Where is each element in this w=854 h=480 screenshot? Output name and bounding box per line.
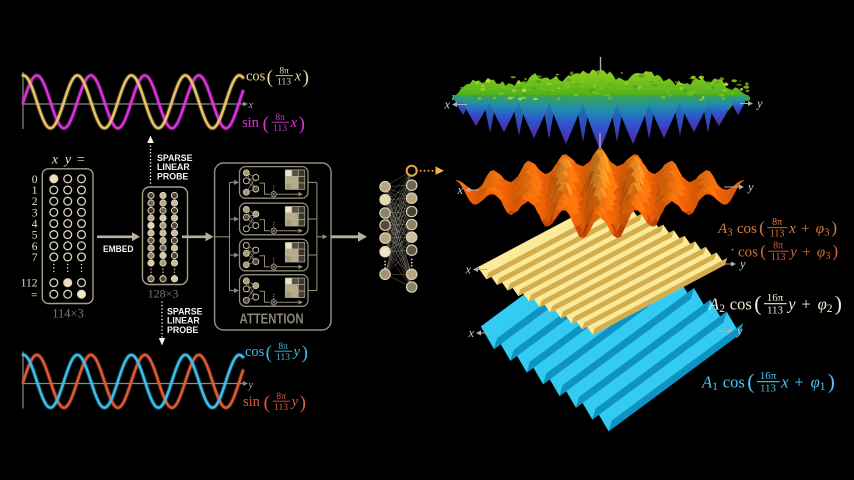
svg-text:·: ·: [730, 242, 735, 259]
svg-text:3: 3: [824, 227, 829, 238]
svg-text:ATTENTION: ATTENTION: [240, 312, 304, 328]
svg-text:x: x: [788, 221, 796, 237]
svg-text:y: y: [248, 380, 254, 391]
svg-text:1: 1: [820, 381, 826, 393]
svg-text:128×3: 128×3: [148, 287, 179, 301]
svg-text:8π: 8π: [279, 66, 289, 76]
svg-text:8π: 8π: [276, 392, 286, 402]
svg-text:y: y: [788, 244, 797, 260]
svg-text:(: (: [264, 392, 270, 413]
svg-text:4: 4: [32, 219, 38, 231]
svg-text:y: y: [786, 294, 796, 313]
svg-text:x: x: [464, 263, 471, 277]
svg-text:y: y: [63, 153, 72, 168]
svg-text:y: y: [746, 180, 754, 194]
svg-text:x: x: [294, 69, 302, 85]
svg-text:114×3: 114×3: [52, 307, 84, 321]
svg-text:): ): [303, 67, 309, 88]
svg-text:(: (: [267, 67, 273, 88]
svg-text:2: 2: [719, 303, 725, 315]
svg-text:): ): [828, 369, 835, 393]
svg-text:2: 2: [32, 196, 38, 208]
svg-text:(: (: [266, 342, 272, 363]
svg-text:2: 2: [827, 303, 833, 315]
svg-text:): ): [302, 342, 308, 363]
svg-text:): ): [833, 242, 839, 261]
svg-text:113: 113: [274, 403, 288, 413]
svg-text:x: x: [780, 372, 789, 391]
svg-text:sin: sin: [242, 115, 260, 131]
svg-text:+: +: [802, 244, 810, 260]
svg-text:8π: 8π: [772, 217, 782, 228]
svg-text:cos: cos: [246, 69, 266, 85]
svg-text:x: x: [467, 326, 474, 340]
svg-text:8π: 8π: [278, 342, 288, 352]
svg-text:φ: φ: [818, 294, 827, 313]
svg-text:EMBED: EMBED: [103, 244, 134, 255]
svg-text:(: (: [759, 218, 765, 237]
svg-text:+: +: [794, 372, 803, 391]
svg-text:x: x: [290, 115, 298, 131]
svg-text:(: (: [747, 369, 754, 393]
svg-text:(: (: [760, 242, 766, 261]
svg-text:3: 3: [727, 227, 732, 238]
svg-text:0: 0: [32, 174, 38, 186]
svg-text:(: (: [754, 291, 761, 315]
svg-text:A: A: [701, 372, 713, 391]
svg-text:y: y: [292, 344, 301, 360]
svg-text:cos: cos: [737, 221, 757, 237]
svg-text:8π: 8π: [275, 113, 285, 123]
svg-text:1: 1: [712, 381, 718, 393]
svg-text:sin: sin: [243, 394, 261, 410]
svg-text:φ: φ: [816, 221, 824, 237]
svg-text:6: 6: [32, 241, 38, 253]
svg-text:): ): [831, 218, 837, 237]
svg-text:16π: 16π: [767, 292, 784, 304]
svg-text:y: y: [738, 257, 746, 271]
svg-text:cos: cos: [738, 244, 758, 260]
svg-text:cos: cos: [245, 344, 265, 360]
svg-text:cos: cos: [723, 372, 745, 391]
svg-text:=: =: [77, 153, 85, 168]
svg-text:3: 3: [825, 251, 830, 262]
svg-text:): ): [300, 392, 306, 413]
svg-text:y: y: [735, 324, 743, 338]
svg-text:8π: 8π: [773, 241, 783, 252]
svg-text:y: y: [290, 394, 299, 410]
svg-text:φ: φ: [811, 372, 820, 391]
svg-text:113: 113: [770, 229, 785, 240]
svg-text:113: 113: [767, 305, 784, 317]
svg-text:cos: cos: [730, 294, 752, 313]
svg-text:1: 1: [32, 185, 38, 197]
svg-text:113: 113: [771, 252, 786, 263]
svg-text:113: 113: [273, 124, 287, 134]
svg-text:A: A: [708, 294, 720, 313]
svg-text:x: x: [248, 100, 254, 111]
svg-text:113: 113: [760, 383, 777, 395]
svg-text:x: x: [456, 183, 463, 197]
svg-text:): ): [299, 113, 305, 134]
svg-text:7: 7: [32, 252, 38, 264]
svg-text:3: 3: [32, 207, 38, 219]
svg-text:113: 113: [276, 353, 290, 363]
svg-text:): ): [835, 291, 842, 315]
svg-text:x: x: [443, 98, 450, 112]
svg-text:(: (: [263, 113, 269, 134]
svg-text:y: y: [755, 97, 763, 111]
svg-text:16π: 16π: [760, 370, 777, 382]
svg-text:x: x: [51, 153, 59, 168]
svg-text:φ: φ: [817, 244, 825, 260]
svg-text:+: +: [801, 221, 809, 237]
svg-text:+: +: [801, 294, 810, 313]
svg-text:=: =: [31, 289, 38, 301]
svg-text:113: 113: [277, 77, 291, 87]
svg-text:5: 5: [32, 230, 38, 242]
svg-text:A: A: [717, 221, 728, 237]
svg-text:112: 112: [21, 278, 38, 290]
